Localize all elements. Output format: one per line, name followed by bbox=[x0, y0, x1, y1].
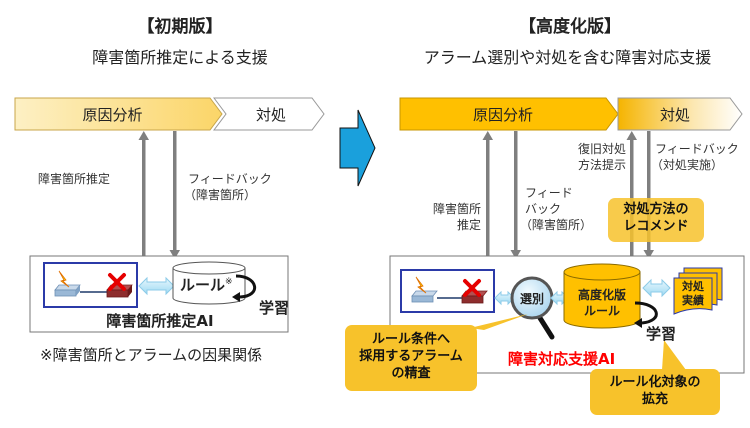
right-arrow1-up-label-1: 障害箇所 bbox=[432, 202, 481, 216]
left-rule-text: ルール bbox=[180, 276, 226, 294]
right-rule-label-line1: 高度化版 bbox=[577, 288, 626, 302]
callout-expand-rules: ルール化対象の 拡充 bbox=[590, 369, 720, 415]
callout-expand-line2: 拡充 bbox=[641, 392, 668, 407]
action-record-label: 対処 実績 bbox=[676, 280, 710, 308]
left-footnote: ※障害箇所とアラームの因果関係 bbox=[40, 346, 263, 364]
right-rule-label-line2: ルール bbox=[583, 304, 620, 318]
left-rule-label: ルール※ bbox=[180, 274, 233, 295]
left-network-icon bbox=[54, 270, 133, 298]
right-arrow1-up bbox=[482, 131, 493, 258]
callout-recommend: 対処方法の レコメンド bbox=[608, 198, 704, 242]
right-step-action: 対処 bbox=[659, 106, 690, 124]
callout-alarm-line2: 採用するアラーム bbox=[359, 349, 463, 364]
right-arrow1-down bbox=[510, 131, 521, 259]
callout-recommend-line1: 対処方法の bbox=[623, 202, 689, 217]
left-step-cause-analysis-shape bbox=[14, 97, 223, 131]
action-record-line2: 実績 bbox=[682, 294, 704, 307]
left-step-cause-analysis: 原因分析 bbox=[82, 106, 143, 124]
right-step-cause-analysis-shape bbox=[399, 97, 619, 131]
right-learning-loop-arrow bbox=[634, 301, 658, 325]
right-arrow2-down-label-1: フィードバック bbox=[655, 142, 739, 156]
right-double-arrow-3 bbox=[642, 278, 671, 298]
left-step-action: 対処 bbox=[255, 106, 286, 124]
right-title: 【高度化版】 bbox=[519, 17, 621, 37]
left-learning-loop-arrow bbox=[235, 274, 257, 299]
callout-alarm-line3: の精査 bbox=[391, 366, 431, 381]
callout-alarm-line1: ルール条件へ bbox=[371, 332, 450, 347]
left-arrow-up-label: 障害箇所推定 bbox=[38, 172, 111, 186]
left-title: 【初期版】 bbox=[137, 17, 223, 37]
right-ai-label: 障害対応支援AI bbox=[508, 350, 616, 368]
left-rule-note-mark: ※ bbox=[225, 277, 233, 287]
right-arrow2-down bbox=[643, 131, 654, 259]
left-ai-label: 障害箇所推定AI bbox=[106, 312, 214, 330]
callout-expand-line1: ルール化対象の bbox=[609, 375, 701, 390]
right-arrow1-down-label-2: バック bbox=[525, 202, 562, 216]
right-arrow2-up-label-2: 方法提示 bbox=[577, 158, 626, 172]
left-rule-cylinder bbox=[172, 261, 246, 305]
action-record-line1: 対処 bbox=[682, 280, 704, 293]
callout-expand-tail bbox=[662, 340, 686, 370]
right-subtitle: アラーム選別や対処を含む障害対応支援 bbox=[423, 48, 712, 67]
left-arrow-down bbox=[169, 131, 180, 259]
callout-alarm-tail bbox=[470, 314, 528, 330]
selection-label: 選別 bbox=[519, 292, 544, 306]
left-step-action-shape bbox=[213, 97, 325, 131]
callout-recommend-line2: レコメンド bbox=[623, 219, 689, 234]
right-arrow2-down-label-2: （対処実施） bbox=[651, 158, 724, 172]
left-learning-label: 学習 bbox=[259, 299, 290, 317]
right-rule-label: 高度化版 ルール bbox=[564, 287, 640, 319]
right-arrow1-up-label-2: 推定 bbox=[456, 218, 481, 232]
right-arrow2-up-label-1: 復旧対処 bbox=[577, 142, 626, 156]
left-arrow-down-label-2: （障害箇所） bbox=[184, 188, 257, 202]
right-arrow1-down-label-3: （障害箇所） bbox=[520, 218, 593, 232]
right-step-cause-analysis: 原因分析 bbox=[472, 106, 533, 124]
right-learning-label: 学習 bbox=[646, 325, 677, 343]
callout-alarm-review: ルール条件へ 採用するアラーム の精査 bbox=[345, 325, 477, 391]
left-subtitle: 障害箇所推定による支援 bbox=[92, 48, 268, 67]
left-arrow-down-label-1: フィードバック bbox=[188, 172, 272, 186]
right-rule-cylinder bbox=[563, 263, 641, 329]
transition-arrow bbox=[339, 109, 376, 187]
right-network-icon bbox=[411, 276, 488, 304]
right-arrow1-down-label-1: フィード bbox=[525, 186, 573, 200]
left-arrow-up bbox=[138, 131, 149, 258]
action-record-docs-icon bbox=[673, 267, 723, 315]
right-step-action-shape bbox=[617, 97, 743, 131]
